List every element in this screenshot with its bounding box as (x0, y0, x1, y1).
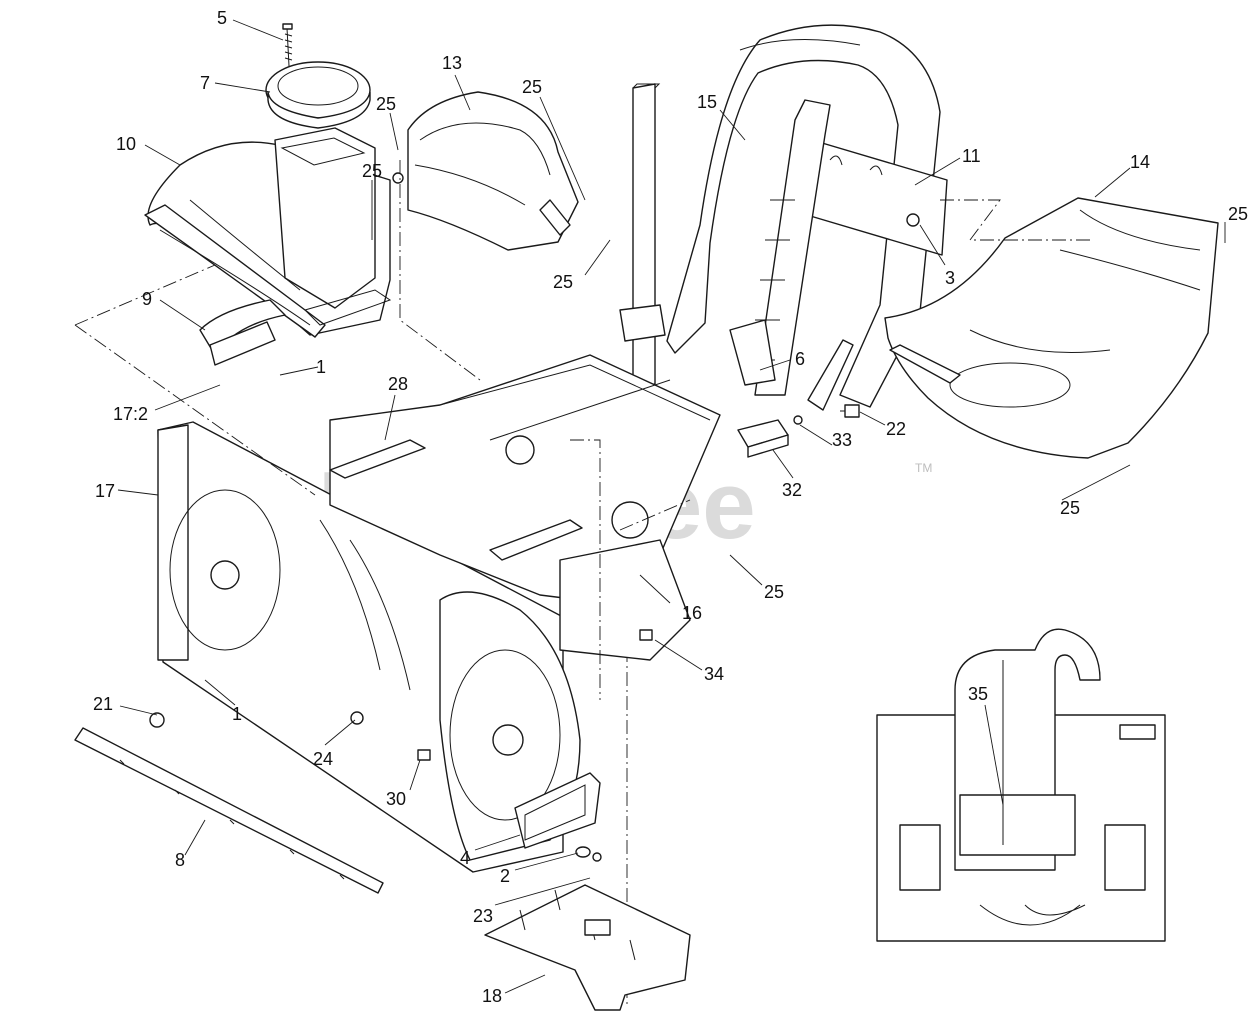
callout-25-f: 25 (1060, 498, 1080, 518)
callout-23: 23 (473, 906, 493, 926)
callout-34: 34 (704, 664, 724, 684)
callout-7: 7 (200, 73, 210, 93)
part-9-deflector (199, 299, 286, 366)
callout-21: 21 (93, 694, 113, 714)
callout-9: 9 (142, 289, 152, 309)
callout-17-2: 17:2 (113, 404, 148, 424)
callout-3: 3 (945, 268, 955, 288)
watermark-tm: TM (915, 461, 932, 475)
callout-30: 30 (386, 789, 406, 809)
part-6-spine (729, 99, 831, 396)
part-4-skid (514, 772, 601, 849)
part-34-bolt (639, 629, 653, 641)
callout-4: 4 (460, 848, 470, 868)
callout-25-e: 25 (1228, 204, 1248, 224)
part-17-auger-housing (157, 421, 581, 873)
callout-labels: 5 7 10 13 25 25 25 25 15 11 14 25 9 1 17… (93, 8, 1248, 1006)
part-33-nut (793, 415, 803, 425)
part-8-scraper-bar (74, 727, 384, 894)
callout-11: 11 (962, 146, 981, 166)
callout-25-c: 25 (362, 161, 382, 181)
callout-1-a: 1 (316, 357, 326, 377)
part-5-screw (282, 23, 293, 67)
callout-5: 5 (217, 8, 227, 28)
part-22-bolt (840, 404, 860, 418)
callout-10: 10 (116, 134, 136, 154)
part-32-bracket (737, 419, 789, 458)
part-10-discharge-chute (144, 127, 392, 338)
center-post (619, 83, 666, 1005)
chute-assembly (144, 23, 392, 366)
callout-6: 6 (795, 349, 805, 369)
callout-25-g: 25 (764, 582, 784, 602)
callout-25-d: 25 (553, 272, 573, 292)
callout-35: 35 (968, 684, 988, 704)
callout-18: 18 (482, 986, 502, 1006)
callout-8: 8 (175, 850, 185, 870)
callout-28: 28 (388, 374, 408, 394)
part-28-frame (329, 354, 721, 661)
part-2-washer (575, 846, 602, 862)
part-13-belt-cover (392, 91, 579, 251)
dashed-leaders (74, 160, 1090, 700)
leader-lines (117, 19, 1226, 994)
callout-2: 2 (500, 866, 510, 886)
callout-25-b: 25 (522, 77, 542, 97)
callout-24: 24 (313, 749, 333, 769)
part-18-base-plate (484, 884, 691, 1011)
part-7-chute-ring (265, 61, 371, 129)
callout-16: 16 (682, 603, 702, 623)
callout-13: 13 (442, 53, 462, 73)
inset-detail (876, 628, 1166, 942)
callout-32: 32 (782, 480, 802, 500)
callout-1-b: 1 (232, 704, 242, 724)
callout-15: 15 (697, 92, 717, 112)
callout-14: 14 (1130, 152, 1150, 172)
callout-25-a: 25 (376, 94, 396, 114)
part-14-shield (884, 197, 1219, 459)
part-15-handle (666, 24, 941, 411)
callout-17: 17 (95, 481, 115, 501)
callout-33: 33 (832, 430, 852, 450)
part-21-plug (149, 712, 165, 728)
callout-22: 22 (886, 419, 906, 439)
part-30-bolt (417, 749, 431, 761)
